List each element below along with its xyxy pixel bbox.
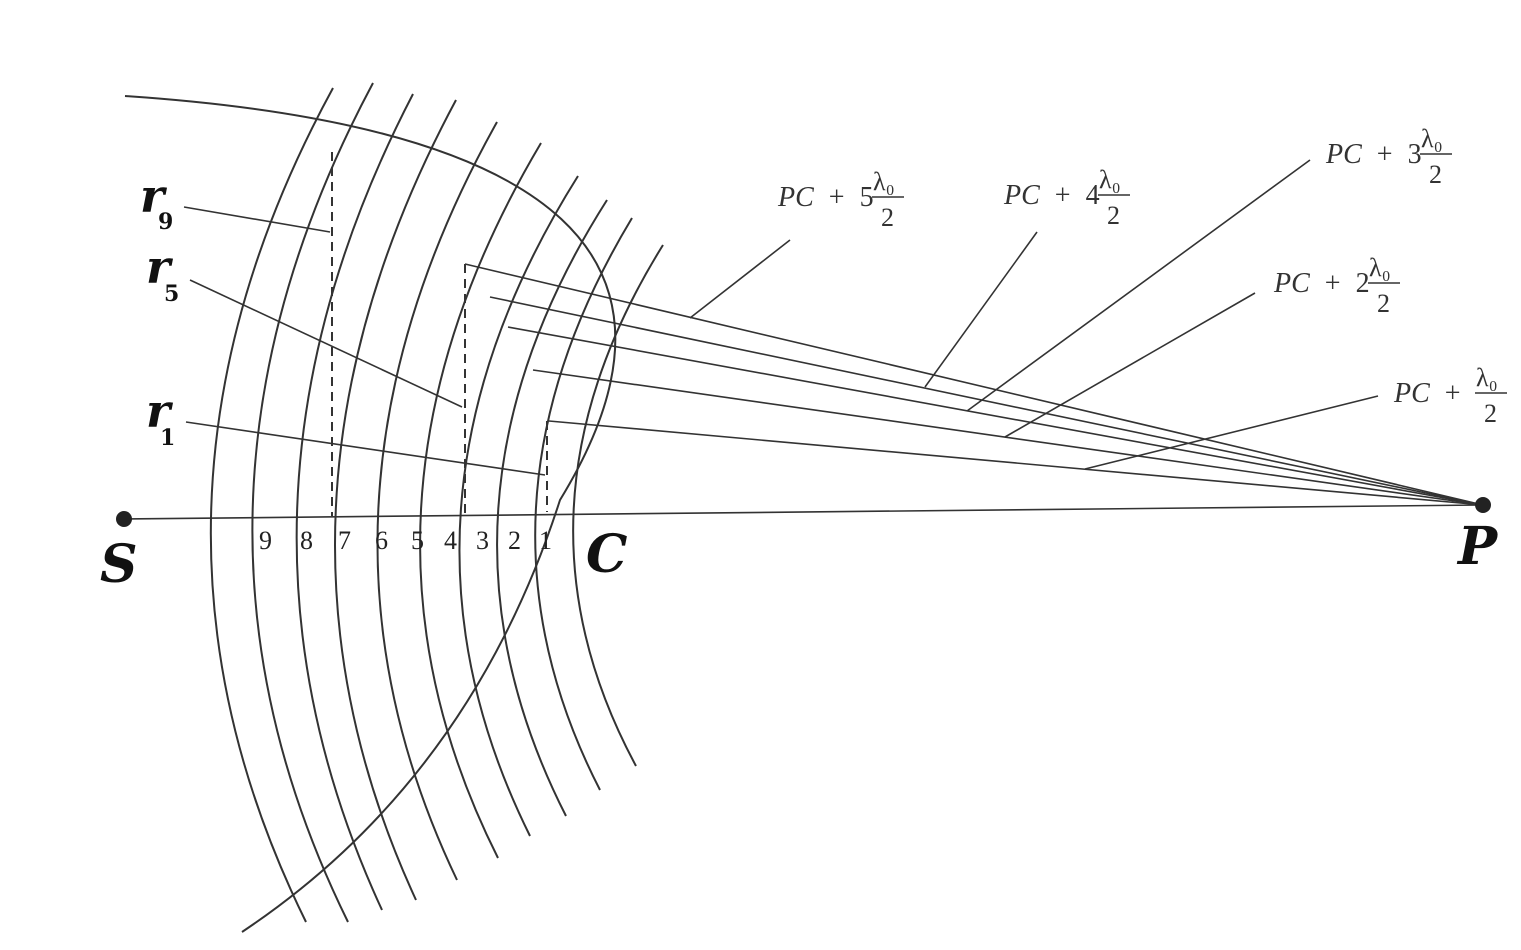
- path-label-den: 2: [1484, 399, 1497, 428]
- zone-arc-3: [295, 93, 414, 911]
- zone-numbers: 9 8 7 6 5 4 3 2 1: [259, 526, 552, 555]
- path-label-num: λ₀: [1421, 124, 1443, 153]
- ray-5: [464, 263, 1484, 506]
- path-label-den: 2: [1429, 160, 1442, 189]
- radius-leaders: [183, 206, 546, 476]
- path-label-leaders: [689, 159, 1379, 470]
- radius-label-r9: r 9: [140, 169, 173, 235]
- radius-subscript: 9: [158, 209, 173, 235]
- label-c: C: [586, 524, 627, 585]
- zone-number: 7: [338, 526, 351, 555]
- zone-number: 2: [508, 526, 521, 555]
- label-s: S: [100, 534, 138, 595]
- leader-r1: [185, 421, 546, 476]
- zone-number: 4: [444, 526, 457, 555]
- zone-arc-9: [534, 217, 633, 791]
- rays-to-p: [464, 263, 1484, 506]
- path-label-pc3: PC + 3 λ₀ 2: [1325, 124, 1452, 189]
- leader-pc4: [924, 231, 1038, 388]
- zone-arc-7: [458, 175, 579, 837]
- radius-symbol: r: [146, 240, 174, 294]
- path-label-pc4: PC + 4 λ₀ 2: [1003, 165, 1130, 230]
- path-label-num: λ₀: [1099, 165, 1121, 194]
- zone-number: 8: [300, 526, 313, 555]
- leader-pc1: [1084, 395, 1379, 470]
- radius-symbol: r: [140, 169, 168, 223]
- zone-arc-1: [209, 87, 334, 923]
- path-label-base: PC + 2: [1273, 268, 1370, 299]
- axis-line: [123, 504, 1484, 520]
- leader-r9: [183, 206, 331, 233]
- path-label-base: PC + 4: [1003, 180, 1100, 211]
- leader-pc3: [966, 159, 1311, 412]
- point-s-dot: [116, 511, 132, 527]
- path-label-pc1: PC + λ₀ 2: [1393, 363, 1507, 428]
- leader-r5: [189, 279, 463, 408]
- path-label-base: PC + 3: [1325, 139, 1422, 170]
- radius-label-r5: r 5: [146, 240, 179, 307]
- zone-arcs: [209, 82, 664, 923]
- zone-arc-2: [251, 82, 374, 923]
- zone-arc-8: [496, 199, 608, 817]
- zone-number: 5: [411, 526, 424, 555]
- path-label-num: λ₀: [1476, 363, 1498, 392]
- path-label-base: PC + 5: [777, 182, 874, 213]
- radius-subscript: 5: [164, 281, 179, 307]
- leader-pc5: [689, 239, 791, 319]
- ray-3: [507, 326, 1484, 506]
- radius-symbol: r: [146, 384, 174, 438]
- ray-2: [532, 369, 1484, 506]
- zone-number: 6: [375, 526, 388, 555]
- path-label-pc5: PC + 5 λ₀ 2: [777, 167, 904, 232]
- leader-pc2: [1004, 292, 1256, 438]
- path-label-num: λ₀: [1369, 253, 1391, 282]
- ray-4: [489, 296, 1484, 506]
- path-label-den: 2: [1377, 289, 1390, 318]
- path-label-pc2: PC + 2 λ₀ 2: [1273, 253, 1400, 318]
- zone-arc-6: [419, 142, 542, 859]
- point-p-dot: [1475, 497, 1491, 513]
- zone-arc-10: [572, 244, 664, 767]
- radius-label-r1: r 1: [146, 384, 175, 451]
- zone-number: 3: [476, 526, 489, 555]
- zone-arc-4: [334, 99, 457, 901]
- path-label-base: PC +: [1393, 378, 1461, 409]
- zone-number: 9: [259, 526, 272, 555]
- label-p: P: [1456, 516, 1499, 577]
- path-label-den: 2: [881, 203, 894, 232]
- path-label-num: λ₀: [873, 167, 895, 196]
- ray-1: [548, 420, 1484, 506]
- primary-wavefront: [124, 95, 617, 933]
- radius-subscript: 1: [160, 425, 175, 451]
- radii-dashes: [331, 152, 548, 516]
- zone-arc-5: [376, 121, 498, 881]
- zone-number: 1: [539, 526, 552, 555]
- path-label-den: 2: [1107, 201, 1120, 230]
